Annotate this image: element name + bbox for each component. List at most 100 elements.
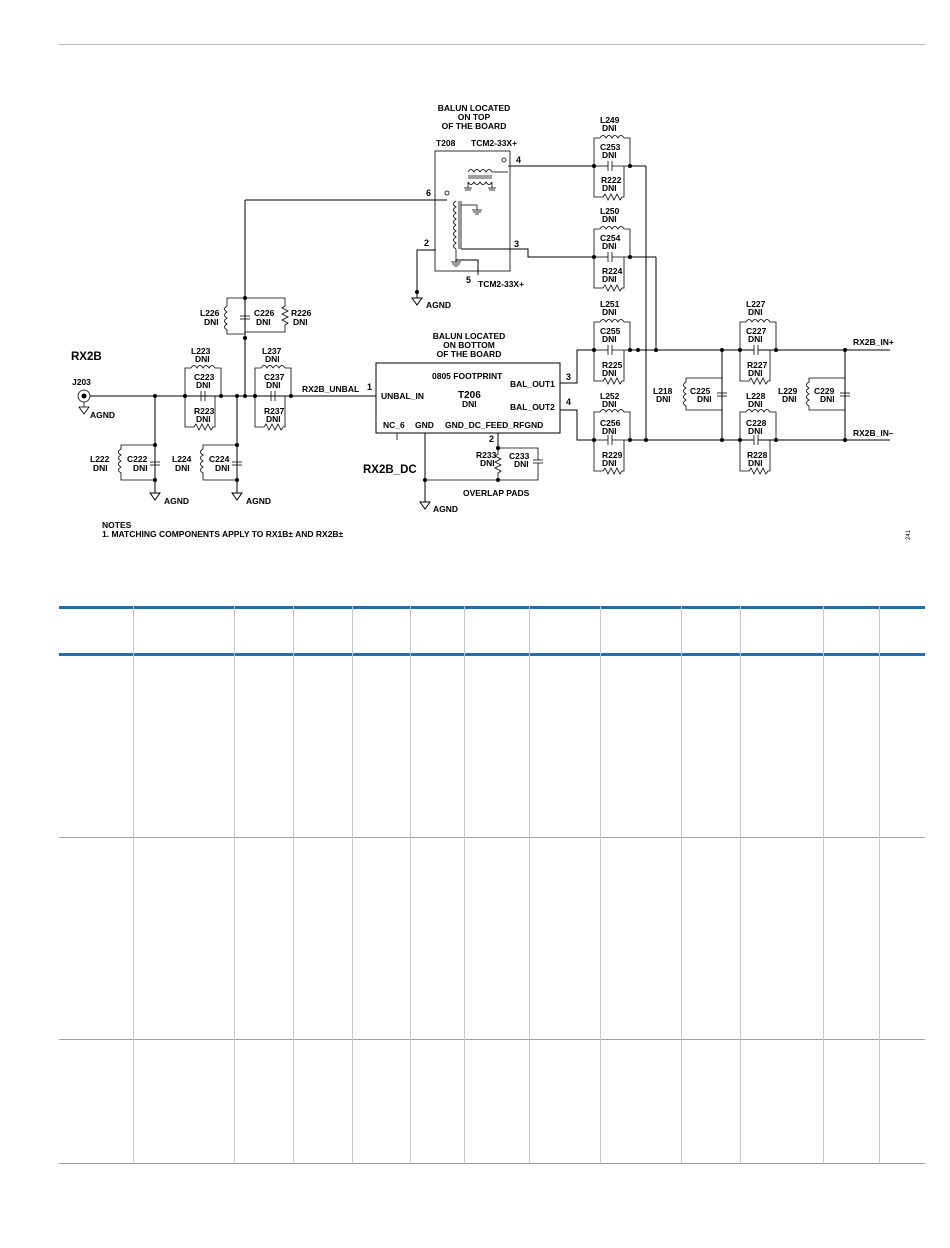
- label-r233: R233: [476, 450, 497, 460]
- table-bottom-rule: [59, 1163, 925, 1164]
- label-c223: C223: [194, 372, 215, 382]
- t206-pin-nc6: NC_6: [383, 420, 405, 430]
- label-c224: C224: [209, 454, 230, 464]
- label-r223: R223: [194, 406, 215, 416]
- label-dni: DNI: [602, 307, 617, 317]
- network-l227-c227-r227: L227 DNI C227 DNI R227 DNI: [739, 299, 777, 385]
- table-col-rule: [600, 606, 601, 1164]
- label-dni: DNI: [175, 463, 190, 473]
- label-l250: L250: [600, 206, 620, 216]
- table-col-rule: [681, 606, 682, 1164]
- shunt-l229-c229: L229 DNI C229 DNI: [778, 350, 850, 440]
- label-dni: DNI: [480, 458, 495, 468]
- network-l228-c228-r228: L228 DNI C228 DNI R228 DNI: [739, 391, 777, 475]
- label-note-line1: BALUN LOCATED: [438, 103, 511, 113]
- label-dni: DNI: [748, 334, 763, 344]
- label-dni: DNI: [293, 317, 308, 327]
- label-dni: DNI: [748, 399, 763, 409]
- t206-pin-gnd: GND: [415, 420, 434, 430]
- label-l223: L223: [191, 346, 211, 356]
- label-r222: R222: [601, 175, 622, 185]
- t206-pin-bal-out1: BAL_OUT1: [510, 379, 555, 389]
- t208-transformer-symbol: [464, 157, 516, 191]
- label-dni: DNI: [602, 183, 617, 193]
- t206-pin4-num: 4: [566, 397, 571, 407]
- label-l227: L227: [746, 299, 766, 309]
- bom-table-grid: [59, 606, 925, 1166]
- label-note-line3: OF THE BOARD: [437, 349, 502, 359]
- j203-connector: [77, 389, 91, 415]
- network-l251-c255-r225: L251 DNI C255 DNI R225 DNI: [593, 299, 631, 385]
- t208-body: [434, 150, 511, 272]
- label-l237: L237: [262, 346, 282, 356]
- label-r237: R237: [264, 406, 285, 416]
- t208-pin4: 4: [516, 155, 521, 165]
- t208-main-winding: [444, 190, 482, 267]
- agnd-l222: AGND: [164, 496, 189, 506]
- page-top-rule: [59, 44, 925, 45]
- rx2b-dc-label: RX2B_DC: [363, 464, 417, 476]
- label-l229: L229: [778, 386, 798, 396]
- label-l224: L224: [172, 454, 192, 464]
- label-dni: DNI: [748, 426, 763, 436]
- t208-ref: T208: [436, 138, 456, 148]
- net-rx2b-in-n: RX2B_IN–: [853, 428, 894, 438]
- t206-dni: DNI: [462, 399, 477, 409]
- label-c233: C233: [509, 451, 530, 461]
- t208-pin2: 2: [424, 238, 429, 248]
- t206-output-wires: [560, 349, 735, 441]
- table-col-rule: [823, 606, 824, 1164]
- label-dni: DNI: [195, 354, 210, 364]
- label-c253: C253: [600, 142, 621, 152]
- label-dni: DNI: [215, 463, 230, 473]
- network-l249-c253-r222: L249 DNI C253 DNI R222 DNI: [593, 115, 631, 201]
- table-col-rule: [352, 606, 353, 1164]
- label-dni: DNI: [602, 399, 617, 409]
- notes-line1: 1. MATCHING COMPONENTS APPLY TO RX1B± AN…: [102, 529, 344, 539]
- t208-pin3: 3: [514, 239, 519, 249]
- cross-wires: [645, 166, 657, 440]
- rx2b-title: RX2B: [71, 351, 102, 363]
- net-rx2b-in-p: RX2B_IN+: [853, 337, 894, 347]
- t206-ref: T206: [458, 390, 481, 401]
- label-r224: R224: [602, 266, 623, 276]
- table-col-rule: [234, 606, 235, 1164]
- t206-pin-unbal-in: UNBAL_IN: [381, 391, 424, 401]
- label-dni: DNI: [196, 380, 211, 390]
- label-dni: DNI: [602, 274, 617, 284]
- table-header-rule: [59, 653, 925, 656]
- balun-bottom-note: BALUN LOCATED ON BOTTOM OF THE BOARD: [433, 331, 506, 359]
- label-dni: DNI: [204, 317, 219, 327]
- table-row-rule: [59, 1039, 925, 1040]
- j203-ref: J203: [72, 377, 91, 387]
- t206-pin1-num: 1: [367, 382, 372, 392]
- table-col-rule: [529, 606, 530, 1164]
- label-dni: DNI: [748, 458, 763, 468]
- label-r229: R229: [602, 450, 623, 460]
- network-l223-c223-r223: L223 DNI C223 DNI R223 DNI: [184, 346, 222, 431]
- balun-top-note: BALUN LOCATED ON TOP OF THE BOARD: [438, 103, 511, 131]
- table-col-rule: [410, 606, 411, 1164]
- t206-pin3-num: 3: [566, 372, 571, 382]
- table-top-rule: [59, 606, 925, 609]
- label-c228: C228: [746, 418, 767, 428]
- label-dni: DNI: [748, 368, 763, 378]
- t206-pin2-num: 2: [489, 434, 494, 444]
- agnd-j203: AGND: [90, 410, 115, 420]
- label-dni: DNI: [266, 414, 281, 424]
- label-dni: DNI: [697, 394, 712, 404]
- label-l251: L251: [600, 299, 620, 309]
- label-l228: L228: [746, 391, 766, 401]
- network-l252-c256-r229: L252 DNI C256 DNI R229 DNI: [593, 391, 631, 475]
- network-l237-c237-r237: L237 DNI C237 DNI R237 DNI: [254, 346, 292, 431]
- t206-pin-bal-out2: BAL_OUT2: [510, 402, 555, 412]
- shunt-l218-c225: L218 DNI C225 DNI: [653, 350, 727, 440]
- t206-body: [375, 362, 561, 434]
- notes-title: NOTES: [102, 520, 132, 530]
- label-note-line3: OF THE BOARD: [442, 121, 507, 131]
- label-c226: C226: [254, 308, 275, 318]
- label-l222: L222: [90, 454, 110, 464]
- label-dni: DNI: [602, 123, 617, 133]
- net-rx2b-unbal: RX2B_UNBAL: [302, 384, 359, 394]
- figure-code: 241: [906, 529, 912, 540]
